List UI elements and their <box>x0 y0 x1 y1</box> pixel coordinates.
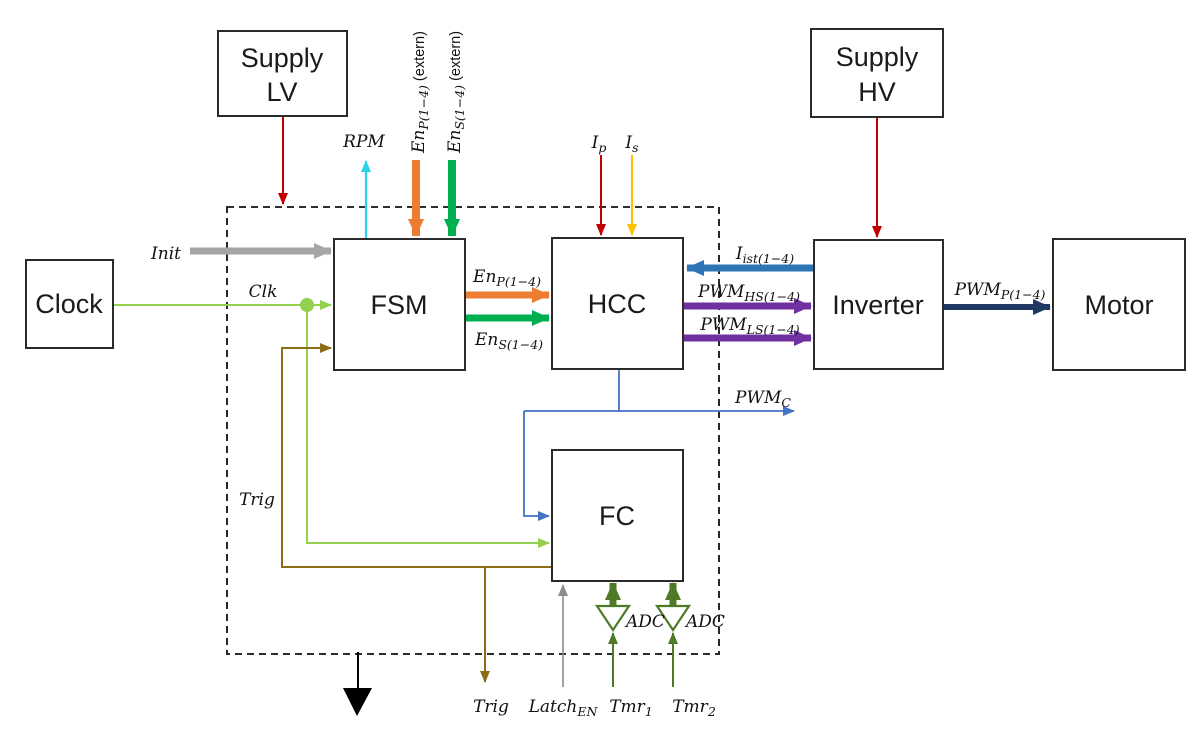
block-inverter: Inverter <box>813 239 944 370</box>
trig-left-label: Trig <box>239 490 275 510</box>
pwm-hs-label: PWMHS(1−4) <box>697 282 800 304</box>
is-label: Is <box>624 133 638 155</box>
controller-boundary-dashed-box <box>226 206 720 655</box>
wire-clk-branch-fc <box>306 305 550 548</box>
motor-label: Motor <box>1084 290 1153 320</box>
adc1-label: ADC <box>624 612 665 632</box>
hcc-label: HCC <box>588 289 647 319</box>
wire-trig-fsm <box>281 343 552 568</box>
enp-label: EnP(1−4) <box>472 267 541 289</box>
ground-arrow-icon <box>343 688 372 716</box>
pwm-p-label: PWMP(1−4) <box>954 280 1046 302</box>
tmr1-label: Tmr1 <box>609 697 653 719</box>
supply-lv-label-line1: Supply <box>241 43 324 73</box>
fsm-label: FSM <box>371 290 428 320</box>
clock-label: Clock <box>35 289 103 319</box>
enp-extern-label: EnP(1−4) (extern) <box>409 31 431 154</box>
pwm-ls-label: PWMLS(1−4) <box>699 315 799 337</box>
ens-label: EnS(1−4) <box>474 330 543 352</box>
block-supply-hv: Supply HV <box>810 28 944 118</box>
iist-label: Iist(1−4) <box>735 244 794 266</box>
block-hcc: HCC <box>551 237 684 370</box>
block-clock: Clock <box>25 259 114 349</box>
init-label: Init <box>150 244 181 264</box>
tmr2-label: Tmr2 <box>672 697 716 719</box>
fc-label: FC <box>599 501 635 531</box>
clk-junction-node <box>300 298 314 312</box>
pwm-c-label: PWMC <box>734 388 791 410</box>
block-fsm: FSM <box>333 238 466 371</box>
adc1-triangle <box>594 604 632 632</box>
supply-hv-label-line1: Supply <box>836 42 919 72</box>
block-supply-lv: Supply LV <box>217 30 348 117</box>
supply-lv-label-line2: LV <box>266 77 297 107</box>
block-fc: FC <box>551 449 684 582</box>
trig-bottom-label: Trig <box>473 697 509 717</box>
clk-label: Clk <box>249 282 278 302</box>
wire-pwmc-fc <box>523 411 550 521</box>
supply-hv-label-line2: HV <box>858 77 896 107</box>
ens-extern-label: EnS(1−4) (extern) <box>445 31 467 154</box>
rpm-label: RPM <box>342 132 385 152</box>
adc2-label: ADC <box>684 612 725 632</box>
block-motor: Motor <box>1052 238 1186 371</box>
latch-en-label: LatchEN <box>528 697 599 719</box>
ip-label: Ip <box>591 133 607 155</box>
inverter-label: Inverter <box>832 290 924 320</box>
